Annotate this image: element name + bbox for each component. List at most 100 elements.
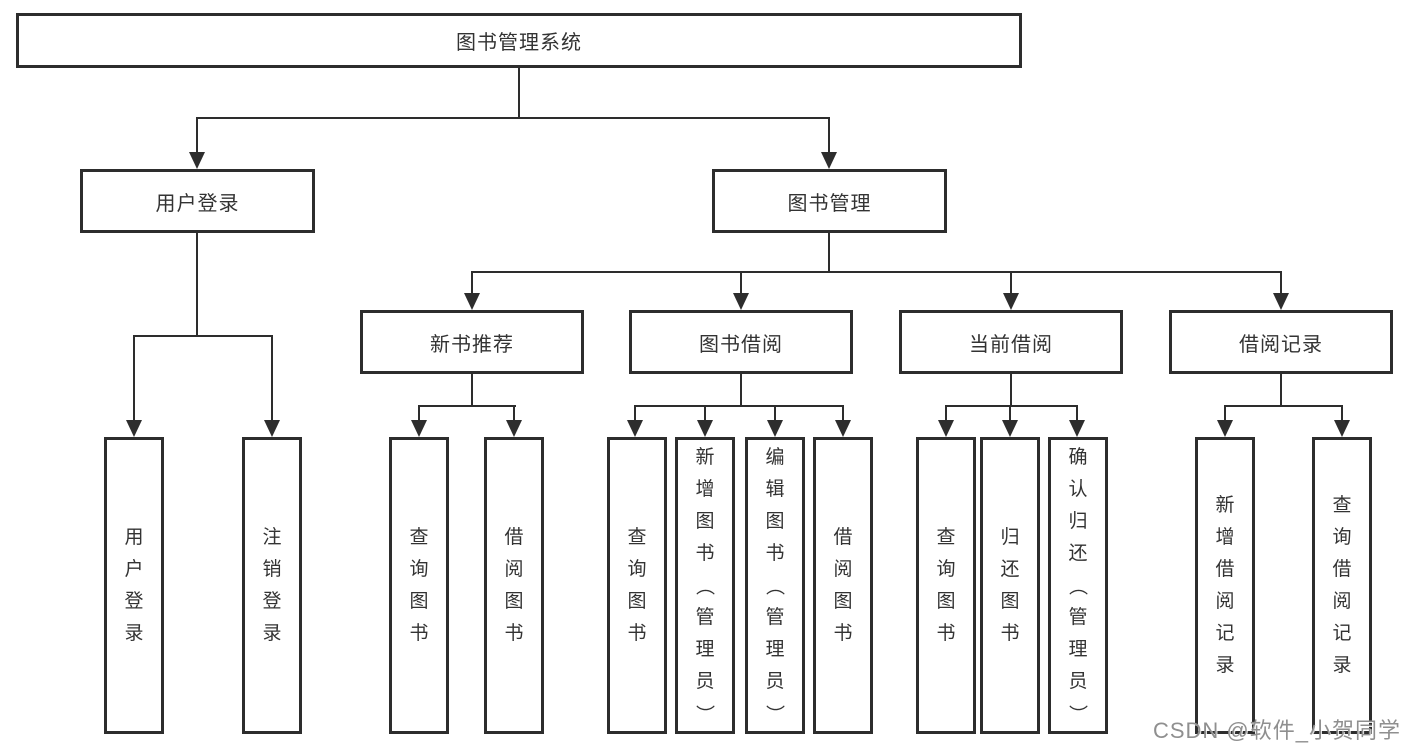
node-label-char: 询 (409, 559, 429, 580)
node-label-char: 记 (1332, 623, 1352, 644)
node-label-char: （ (764, 575, 786, 596)
node-bb-query-books: 查询图书 (607, 437, 667, 734)
node-label-char: 阅 (1332, 591, 1352, 612)
connector-line (471, 374, 473, 406)
connector-line (418, 405, 516, 407)
node-label-char: 登 (262, 591, 282, 612)
node-label-char: 图 (936, 591, 956, 612)
node-br-query-record: 查询借阅记录 (1312, 437, 1372, 734)
node-label: 图书借阅 (699, 333, 783, 356)
connector-line (774, 405, 776, 424)
node-label-char: 管 (765, 607, 785, 628)
node-label-char: 管 (695, 607, 715, 628)
node-cb-return-books: 归还图书 (980, 437, 1040, 734)
connector-line (133, 335, 135, 424)
node-label-char: 增 (1215, 527, 1235, 548)
watermark: CSDN @软件_小贺同学 (1152, 718, 1401, 743)
node-label-char: 询 (627, 559, 647, 580)
connector-line (828, 233, 830, 272)
arrow-down-icon (464, 293, 480, 310)
connector-line (518, 68, 520, 118)
node-label-char: 辑 (765, 479, 785, 500)
node-bb-add-books-admin: 新增图书（管理员） (675, 437, 735, 734)
connector-line (471, 271, 473, 295)
node-label-char: 借 (1332, 559, 1352, 580)
connector-line (196, 117, 830, 119)
node-new-book-recommend: 新书推荐 (360, 310, 584, 374)
node-label-char: ） (1067, 703, 1089, 724)
node-label-char: 图 (409, 591, 429, 612)
node-label-char: 书 (409, 623, 429, 644)
node-label-char: 询 (1332, 527, 1352, 548)
node-label-char: 书 (627, 623, 647, 644)
node-cb-confirm-return-admin: 确认归还（管理员） (1048, 437, 1108, 734)
node-label-char: 用 (124, 527, 144, 548)
node-nb-query-books: 查询图书 (389, 437, 449, 734)
node-label-char: 理 (765, 639, 785, 660)
arrow-down-icon (506, 420, 522, 437)
node-label-char: 还 (1000, 559, 1020, 580)
node-user-login: 用户登录 (104, 437, 164, 734)
connector-line (740, 374, 742, 406)
node-user-login-group: 用户登录 (80, 169, 315, 233)
connector-line (1280, 374, 1282, 406)
connector-line (471, 271, 1282, 273)
connector-line (1224, 405, 1342, 407)
node-label-char: 书 (765, 543, 785, 564)
arrow-down-icon (1069, 420, 1085, 437)
node-label-char: 登 (124, 591, 144, 612)
node-label-char: 注 (262, 527, 282, 548)
connector-line (704, 405, 706, 424)
connector-line (828, 117, 830, 155)
node-label-char: 借 (833, 527, 853, 548)
node-nb-borrow-books: 借阅图书 (484, 437, 544, 734)
connector-line (1341, 405, 1343, 424)
node-label-char: 书 (936, 623, 956, 644)
node-label-char: 归 (1068, 511, 1088, 532)
node-label: 新书推荐 (430, 333, 514, 356)
node-label-char: 书 (695, 543, 715, 564)
node-label-char: 书 (833, 623, 853, 644)
connector-line (196, 233, 198, 336)
node-label-char: 图 (627, 591, 647, 612)
node-label-char: 阅 (504, 559, 524, 580)
node-br-add-record: 新增借阅记录 (1195, 437, 1255, 734)
connector-line (945, 405, 947, 424)
node-label-char: 图 (1000, 591, 1020, 612)
node-label-char: 销 (262, 559, 282, 580)
node-label-char: ） (764, 703, 786, 724)
node-label-char: 理 (1068, 639, 1088, 660)
arrow-down-icon (938, 420, 954, 437)
connector-line (634, 405, 844, 407)
node-label-char: 录 (1215, 655, 1235, 676)
node-label-char: 归 (1000, 527, 1020, 548)
node-book-management: 图书管理 (712, 169, 947, 233)
node-label-char: 还 (1068, 543, 1088, 564)
node-label-char: 阅 (833, 559, 853, 580)
node-label-char: 借 (1215, 559, 1235, 580)
node-label-char: （ (1067, 575, 1089, 596)
node-label-char: （ (694, 575, 716, 596)
node-label-char: 编 (765, 447, 785, 468)
node-label-char: 阅 (1215, 591, 1235, 612)
node-label-char: 员 (765, 671, 785, 692)
node-label-char: 借 (504, 527, 524, 548)
node-label-char: 员 (1068, 671, 1088, 692)
node-label: 图书管理系统 (456, 32, 582, 54)
node-label-char: 书 (504, 623, 524, 644)
node-label-char: 录 (262, 623, 282, 644)
node-bb-borrow-books: 借阅图书 (813, 437, 873, 734)
arrow-down-icon (1217, 420, 1233, 437)
node-label: 当前借阅 (969, 333, 1053, 356)
arrow-down-icon (126, 420, 142, 437)
connector-line (842, 405, 844, 424)
connector-line (634, 405, 636, 424)
connector-line (196, 117, 198, 155)
arrow-down-icon (835, 420, 851, 437)
arrow-down-icon (733, 293, 749, 310)
connector-line (1076, 405, 1078, 424)
node-label-char: 理 (695, 639, 715, 660)
connector-line (513, 405, 515, 424)
arrow-down-icon (627, 420, 643, 437)
